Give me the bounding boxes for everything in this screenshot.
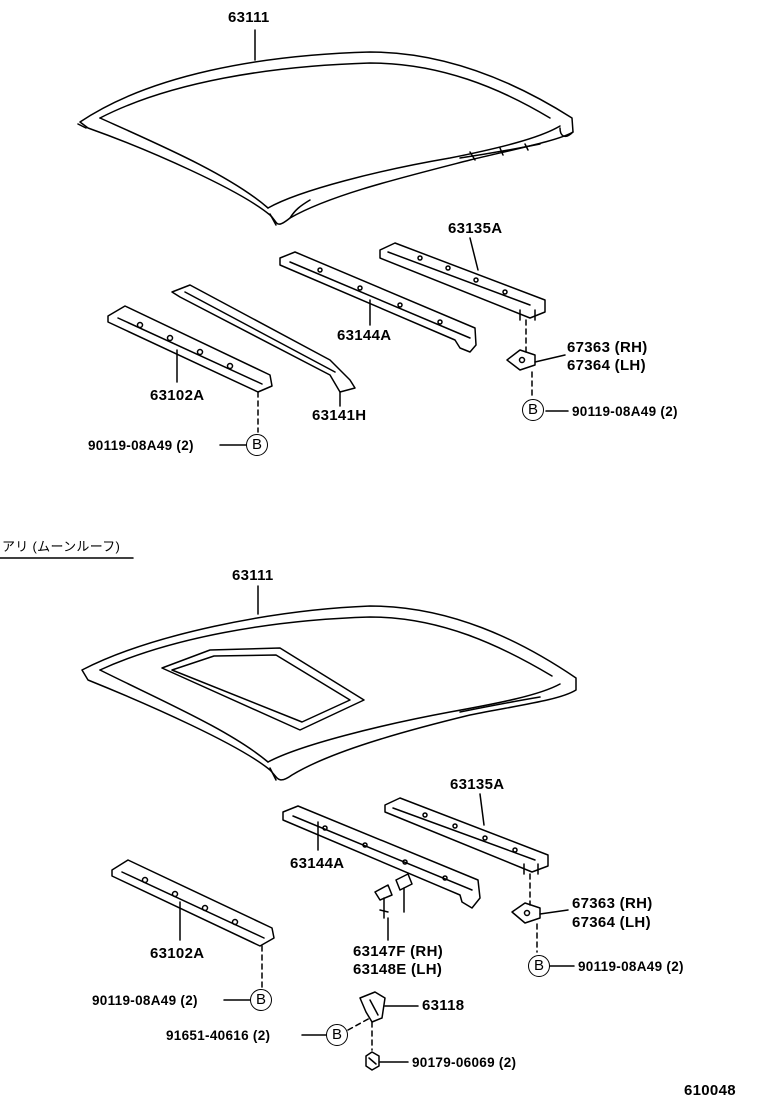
figure-number: 610048 — [684, 1082, 736, 1099]
section-heading-moonroof: アリ (ムーンルーフ) — [2, 539, 121, 554]
callout-circle-b-top-left: B — [246, 434, 268, 456]
roof-panel-top — [77, 51, 574, 226]
front-rail-bottom — [111, 859, 275, 947]
bracket-67363-bottom — [511, 902, 541, 924]
label-bracket-lh-top: 67364 (LH) — [567, 357, 646, 374]
front-rail-top — [107, 305, 273, 393]
dash-screw-bracket — [347, 1017, 371, 1031]
label-bolt-right-bottom: 90119-08A49 (2) — [578, 959, 684, 974]
leader-bracket-top — [534, 354, 566, 363]
leader-63135a-bottom — [479, 793, 485, 826]
rail-63141h-top — [171, 284, 356, 393]
label-stay-lh: 63148E (LH) — [353, 961, 443, 978]
label-center-rail-bottom: 63144A — [290, 855, 345, 872]
label-bolt-right-top: 90119-08A49 (2) — [572, 404, 678, 419]
roof-panel-bottom — [81, 605, 577, 781]
label-nut: 90179-06069 (2) — [412, 1055, 517, 1070]
leader-bracket-bottom — [539, 909, 569, 915]
label-roof-panel-bottom: 63111 — [232, 567, 274, 584]
label-bracket-63118: 63118 — [422, 997, 465, 1014]
label-bracket-rh-bottom: 67363 (RH) — [572, 895, 653, 912]
callout-circle-b-bottom-left: B — [250, 989, 272, 1011]
label-bolt-left-top: 90119-08A49 (2) — [88, 438, 194, 453]
callout-circle-b-top-right: B — [522, 399, 544, 421]
callout-circle-b-screw: B — [326, 1024, 348, 1046]
label-bolt-left-bottom: 90119-08A49 (2) — [92, 993, 198, 1008]
label-bracket-rh-top: 67363 (RH) — [567, 339, 648, 356]
stay-bottom — [374, 873, 413, 919]
label-rail-63141h-top: 63141H — [312, 407, 367, 424]
nut-part — [365, 1051, 380, 1071]
label-screw: 91651-40616 (2) — [166, 1028, 271, 1043]
bracket-63118 — [359, 991, 386, 1023]
label-stay-rh: 63147F (RH) — [353, 943, 443, 960]
label-front-rail-top: 63102A — [150, 387, 205, 404]
label-front-rail-bottom: 63102A — [150, 945, 205, 962]
callout-circle-b-bottom-right: B — [528, 955, 550, 977]
label-rear-rail-bottom: 63135A — [450, 776, 505, 793]
label-rear-rail-top: 63135A — [448, 220, 503, 237]
label-roof-panel-top: 63111 — [228, 9, 270, 26]
leader-63135a-top — [469, 237, 479, 271]
rear-rail-bottom — [384, 797, 549, 875]
center-rail-top — [279, 251, 477, 353]
rear-rail-top — [379, 242, 546, 321]
bracket-67363-top — [506, 349, 536, 371]
label-bracket-lh-bottom: 67364 (LH) — [572, 914, 651, 931]
label-center-rail-top: 63144A — [337, 327, 392, 344]
center-rail-bottom — [282, 805, 481, 909]
